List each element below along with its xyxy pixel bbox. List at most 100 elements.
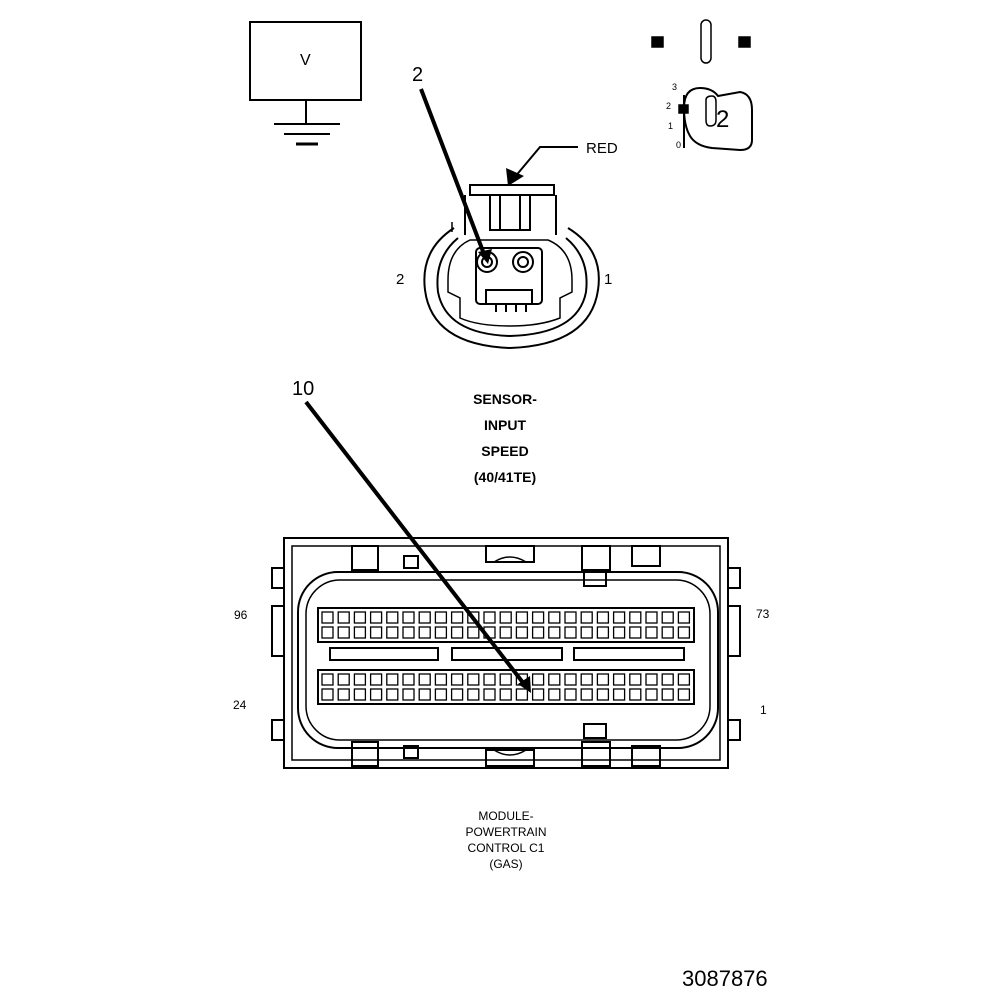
pin-cavity [450, 673, 464, 686]
sensor-callout-leader [419, 88, 492, 264]
module-callout-leader [304, 400, 531, 693]
module-callout-number: 10 [292, 378, 315, 400]
pin-cavity [353, 688, 367, 701]
pin-cavity [337, 611, 350, 624]
pin-cavity [434, 626, 448, 639]
pin-cavity [629, 626, 642, 639]
pin-cavity [386, 626, 399, 639]
sensor-title: SENSOR- INPUT SPEED (40/41TE) [440, 386, 570, 490]
pin-cavity [645, 688, 658, 701]
pin-cavity [564, 626, 577, 639]
pin-cavity [450, 688, 464, 701]
pin-cavity [483, 688, 496, 701]
pin-cavity [548, 673, 561, 686]
pin-cavity [434, 673, 448, 686]
pin-cavity [467, 673, 480, 686]
pin-cavity [418, 626, 431, 639]
pin-cavity [531, 688, 545, 701]
sensor-connector-icon [423, 184, 600, 350]
pin-cavity [321, 611, 334, 624]
pin-cavity [612, 688, 626, 701]
pin-cavity [499, 626, 512, 639]
pin-cavity [499, 673, 512, 686]
module-pin-96: 96 [234, 608, 248, 622]
pin-cavity [483, 673, 496, 686]
pin-cavity [386, 611, 399, 624]
module-title-line: MODULE- [478, 809, 534, 823]
module-pin-73: 73 [756, 607, 770, 621]
pin-cavity [564, 688, 577, 701]
figure-id: 3087876 [682, 966, 768, 991]
pin-cavity [564, 673, 577, 686]
probe-scale-3: 3 [672, 82, 678, 92]
pin-cavity [596, 611, 610, 624]
pin-cavity [515, 611, 529, 624]
pin-cavity [467, 688, 480, 701]
pin-cavity [402, 611, 415, 624]
probe-value: 2 [716, 106, 730, 133]
module-pin-grid [321, 611, 691, 701]
module-title: MODULE- POWERTRAIN CONTROL C1 (GAS) [436, 808, 576, 872]
pin-cavity [564, 611, 577, 624]
pin-cavity [369, 611, 383, 624]
pin-cavity [612, 611, 626, 624]
pin-cavity [369, 688, 383, 701]
pin-cavity [645, 611, 658, 624]
sensor-pin-right: 1 [604, 271, 613, 288]
pin-cavity [677, 688, 691, 701]
pin-cavity [548, 611, 561, 624]
pin-cavity [548, 626, 561, 639]
pin-cavity [661, 673, 674, 686]
pin-cavity [499, 688, 512, 701]
pin-cavity [369, 626, 383, 639]
sensor-title-line: SPEED [481, 443, 529, 459]
sensor-pin-left: 2 [396, 271, 405, 288]
pin-cavity [580, 673, 593, 686]
pin-cavity [467, 611, 480, 624]
pin-cavity [515, 688, 529, 701]
red-wire-pointer [506, 146, 578, 186]
pin-cavity [321, 688, 334, 701]
module-title-line: CONTROL C1 [467, 841, 545, 855]
pin-cavity [483, 611, 496, 624]
sensor-title-line: (40/41TE) [473, 469, 537, 485]
pin-cavity [596, 673, 610, 686]
module-connector-icon [271, 537, 741, 769]
pin-cavity [434, 688, 448, 701]
pin-cavity [580, 626, 593, 639]
pin-cavity [402, 626, 415, 639]
probe-icon [651, 19, 753, 152]
pin-cavity [661, 611, 674, 624]
pin-cavity [677, 611, 691, 624]
probe-scale-2: 2 [666, 101, 672, 111]
pin-cavity [337, 673, 350, 686]
module-pin-1: 1 [760, 703, 767, 717]
pin-cavity [645, 673, 658, 686]
sensor-title-line: INPUT [484, 417, 526, 433]
pin-cavity [596, 626, 610, 639]
module-title-line: POWERTRAIN [465, 825, 547, 839]
pin-cavity [531, 673, 545, 686]
pin-cavity [434, 611, 448, 624]
sensor-title-line: SENSOR- [473, 391, 537, 407]
pin-cavity [450, 626, 464, 639]
pin-cavity [677, 673, 691, 686]
pin-cavity [531, 611, 545, 624]
pin-cavity [467, 626, 480, 639]
pin-cavity [386, 673, 399, 686]
pin-cavity [402, 673, 415, 686]
pin-cavity [337, 626, 350, 639]
pin-cavity [580, 688, 593, 701]
pin-cavity [402, 688, 415, 701]
pin-cavity [450, 611, 464, 624]
pin-cavity [531, 626, 545, 639]
sensor-callout-number: 2 [412, 64, 424, 86]
pin-cavity [629, 688, 642, 701]
pin-cavity [321, 626, 334, 639]
pin-cavity [418, 611, 431, 624]
pin-cavity [612, 626, 626, 639]
pin-cavity [596, 688, 610, 701]
pin-cavity [353, 611, 367, 624]
probe-scale-0: 0 [676, 140, 682, 150]
